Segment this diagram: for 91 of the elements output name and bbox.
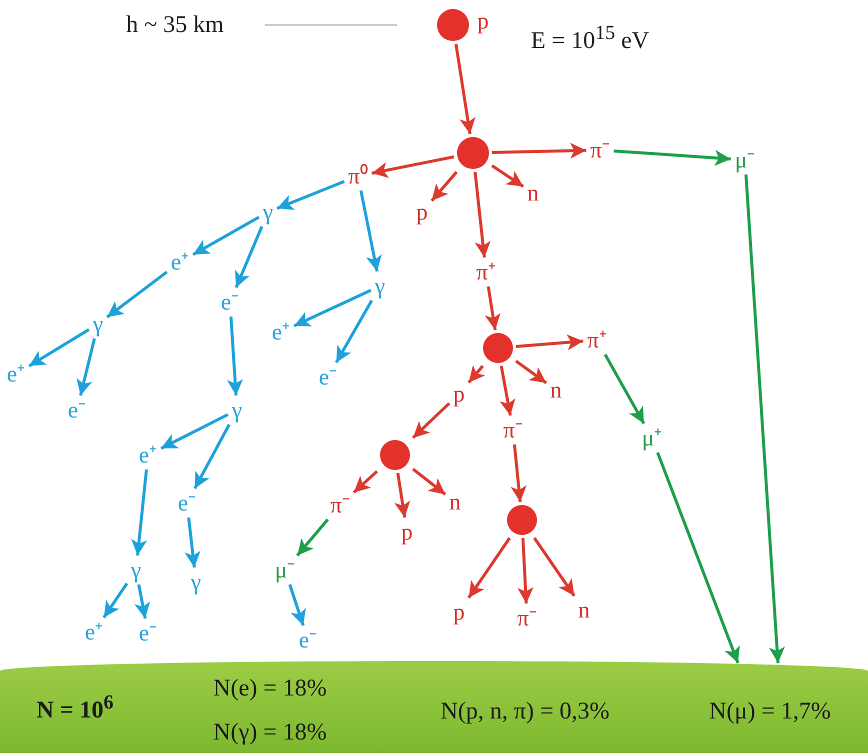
arrow [276, 180, 345, 210]
energy-label: E = 10$^{15}$ eV [530, 23, 650, 53]
particle-label: γ [130, 558, 142, 582]
particle-label: p [452, 382, 466, 406]
arrow [28, 328, 90, 368]
particle-label: e⁻ [66, 398, 88, 422]
particle-label: γ [262, 200, 274, 224]
arrow [516, 334, 584, 350]
particle-label: μ⁻ [734, 148, 756, 172]
arrow [131, 469, 148, 556]
particle-label: π⁻ [329, 494, 351, 516]
arrow [484, 286, 501, 330]
altitude-label: h ~ 35 km [125, 13, 225, 37]
particle-label: p [476, 10, 490, 32]
arrow [491, 164, 524, 188]
particle-dot [380, 440, 410, 470]
arrow [293, 288, 372, 328]
arrow [604, 354, 646, 424]
arrow [412, 402, 450, 439]
particle-label: e⁻ [138, 622, 158, 644]
arrow [468, 537, 511, 599]
particle-label: e⁺ [270, 320, 292, 344]
arrow [193, 424, 231, 490]
particle-label: n [448, 490, 462, 514]
particle-label: γ [230, 398, 244, 422]
particle-label: γ [92, 312, 104, 336]
particle-label: e⁺ [170, 250, 190, 274]
particle-label: e⁻ [298, 628, 318, 652]
particle-label: e⁻ [176, 492, 198, 514]
particle-label: π⁰ [347, 164, 369, 188]
particle-label: p [452, 600, 466, 624]
arrow [744, 174, 785, 664]
particle-label: π⁻ [502, 418, 524, 442]
particle-label: π⁺ [586, 328, 608, 352]
arrow [102, 582, 128, 618]
connector-line [264, 24, 397, 26]
particle-dot [457, 137, 489, 169]
arrow [468, 365, 486, 384]
arrow [288, 584, 306, 626]
particle-dot [437, 9, 469, 41]
arrow [454, 44, 476, 134]
ground-band [0, 661, 868, 753]
arrow [334, 300, 374, 364]
particle-label: e⁻ [318, 366, 338, 388]
arrow [533, 537, 576, 597]
arrow [517, 538, 534, 604]
particle-label: e⁺ [84, 620, 104, 644]
particle-label: γ [374, 274, 386, 298]
arrow [394, 472, 410, 518]
particle-label: e⁻ [220, 290, 240, 314]
arrow [500, 366, 516, 416]
arrow [510, 444, 527, 502]
arrow [106, 270, 168, 318]
arrow [492, 142, 586, 159]
arrow [296, 518, 329, 556]
particle-label: e⁺ [6, 362, 26, 386]
particle-label: n [526, 182, 540, 204]
particle-label: π⁻ [516, 606, 538, 630]
particle-label: p [415, 200, 429, 224]
particle-label: n [549, 378, 563, 402]
count-label: N(e) = 18% [213, 676, 327, 702]
count-label: N = 10$^{6}$ [36, 692, 114, 724]
arrow [234, 226, 264, 288]
particle-label: n [577, 598, 591, 622]
arrow [515, 360, 548, 384]
arrow [359, 190, 382, 272]
arrow [227, 316, 243, 396]
particle-dot [483, 333, 513, 363]
count-label: N(γ) = 18% [213, 720, 327, 746]
arrow [656, 452, 740, 664]
particle-label: μ⁺ [640, 426, 664, 450]
arrow [372, 155, 454, 178]
arrow [184, 517, 200, 568]
arrow [134, 584, 150, 619]
particle-label: π⁺ [475, 260, 497, 284]
particle-dot [507, 505, 537, 535]
arrow [614, 149, 731, 166]
particle-label: e⁺ [138, 444, 158, 466]
count-label: N(μ) = 1,7% [709, 698, 831, 726]
arrow [352, 470, 378, 494]
particle-label: π⁻ [589, 138, 611, 162]
arrow [192, 216, 260, 256]
count-label: N(p, n, π) = 0,3% [440, 698, 610, 726]
particle-label: μ⁻ [274, 558, 296, 582]
arrow [160, 413, 229, 450]
particle-label: γ [190, 570, 202, 594]
arrow [412, 468, 446, 496]
arrow [76, 338, 96, 396]
particle-label: p [400, 520, 414, 544]
arrow [474, 172, 491, 258]
arrow [430, 171, 458, 202]
